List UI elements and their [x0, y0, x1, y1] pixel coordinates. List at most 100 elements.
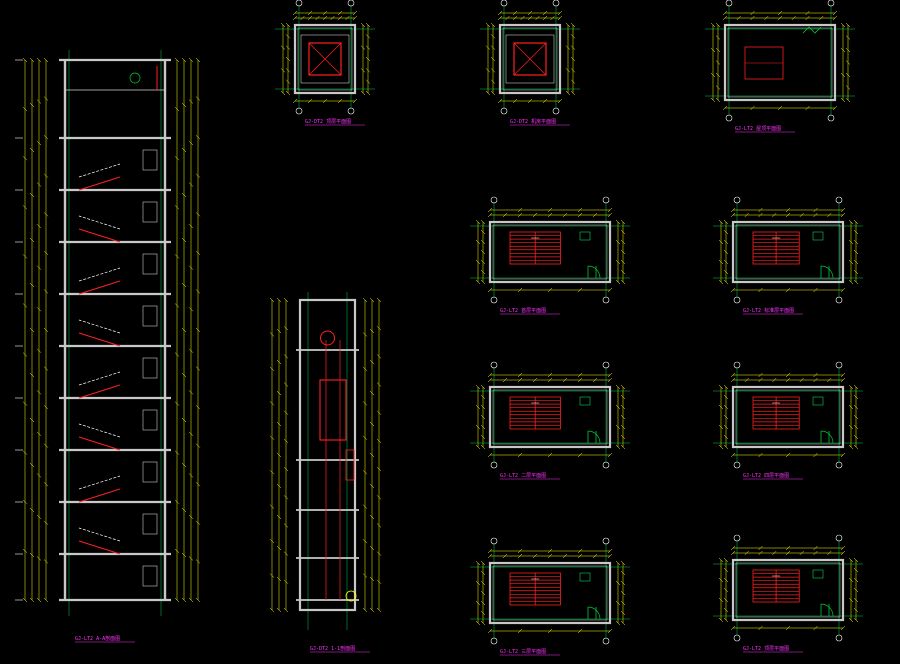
dimension-tick: [174, 352, 180, 357]
dimension-tick: [777, 105, 783, 111]
landing-tag: [812, 569, 824, 579]
dimension-tick: [376, 607, 382, 613]
wall-inner: [492, 565, 608, 621]
dimension-tick: [570, 56, 576, 62]
dimension-tick: [195, 212, 201, 217]
stair-flight: [78, 488, 121, 503]
dimension-tick: [292, 15, 298, 21]
dimension-tick: [307, 10, 313, 16]
dimension-tick: [758, 550, 763, 556]
dimension-tick: [43, 327, 49, 333]
dimension-tick: [615, 424, 621, 430]
dimension-tick: [29, 507, 35, 513]
dimension-tick: [285, 22, 291, 28]
wall-inner: [297, 27, 353, 91]
dimension-tick: [188, 307, 194, 312]
dimension-tick: [723, 394, 729, 400]
dimension-tick: [280, 90, 286, 96]
lift-car: [319, 379, 347, 441]
dimension-tick: [730, 207, 736, 213]
dimension-tick: [620, 239, 626, 245]
dimension-tick: [181, 372, 187, 378]
dimension-tick: [43, 597, 49, 603]
dimension-tick: [723, 414, 729, 420]
dimension-tick: [517, 287, 523, 293]
dimension-tick: [487, 372, 493, 378]
dimension-tick: [785, 625, 791, 631]
dimension-tick: [337, 15, 343, 21]
dimension-tick: [562, 212, 568, 218]
dimension-tick: [181, 327, 187, 333]
dimension-tick: [330, 15, 335, 21]
dimension-tick: [607, 207, 613, 213]
dimension-tick: [188, 265, 194, 270]
dimension-tick: [532, 212, 538, 218]
dimension-tick: [283, 354, 289, 359]
dimension-tick: [853, 229, 859, 235]
dimension-tick: [376, 382, 382, 387]
window: [142, 357, 158, 379]
axis-bubble: [835, 361, 843, 369]
dimension-tick: [845, 72, 851, 78]
dimension-tick: [181, 507, 187, 513]
parapet: [64, 59, 166, 91]
stair-flight: [78, 332, 121, 347]
dimension-tick: [853, 239, 859, 245]
dimension-tick: [832, 15, 838, 21]
view-stair-section: GJ-LT2 A-A剖面图: [15, 50, 201, 643]
stair-steps: [78, 371, 121, 386]
dimension-tick: [615, 580, 621, 586]
dimension-tick: [620, 394, 626, 400]
dimension-tick: [480, 444, 486, 450]
dimension-tick: [485, 45, 491, 50]
view-caption: GJ-DT2 顶层平面图: [305, 119, 351, 125]
dimension-tick: [475, 600, 481, 606]
dimension-tick: [785, 287, 791, 293]
dimension-tick: [772, 212, 777, 218]
dimension-tick: [547, 628, 553, 634]
dimension-tick: [520, 15, 525, 21]
dimension-tick: [283, 551, 289, 556]
dimension-tick: [43, 404, 49, 410]
dimension-tick: [365, 90, 371, 96]
dimension-tick: [352, 15, 358, 21]
dimension-tick: [791, 15, 796, 21]
dimension-tick: [22, 597, 28, 603]
dimension-tick: [487, 628, 493, 634]
wall-inner: [735, 224, 841, 280]
dimension-tick: [785, 550, 791, 556]
dimension-tick: [715, 35, 721, 40]
dimension-tick: [620, 384, 626, 390]
dimension-tick: [777, 10, 783, 16]
dimension-tick: [532, 377, 538, 383]
dimension-tick: [758, 287, 763, 293]
dimension-tick: [480, 580, 486, 586]
dimension-tick: [813, 377, 818, 383]
axis-bubble: [295, 107, 303, 115]
dimension-tick: [620, 580, 626, 586]
window: [142, 305, 158, 327]
dimension-tick: [853, 567, 859, 573]
dimension-tick: [181, 237, 187, 243]
dimension-tick: [848, 617, 854, 623]
dimension-tick: [758, 452, 763, 458]
dimension-tick: [195, 559, 201, 564]
dimension-tick: [848, 404, 854, 410]
dimension-tick: [29, 417, 35, 423]
axis-bubble: [733, 634, 741, 642]
dimension-tick: [280, 45, 286, 50]
dimension-tick: [517, 452, 523, 458]
landing-tag: [812, 231, 824, 241]
dimension-tick: [497, 98, 503, 104]
dimension-tick: [853, 259, 859, 265]
dimension-tick: [480, 570, 486, 576]
dimension-tick: [487, 287, 493, 293]
dimension-tick: [195, 96, 201, 101]
dimension-tick: [730, 545, 736, 551]
stair-flight: [78, 540, 121, 555]
dimension-tick: [570, 22, 576, 28]
dimension-tick: [772, 550, 777, 556]
dimension-tick: [362, 538, 368, 544]
dimension-tick: [570, 90, 576, 96]
view-stair-plan-d: GJ-LT2 标准层平面图: [713, 196, 863, 315]
